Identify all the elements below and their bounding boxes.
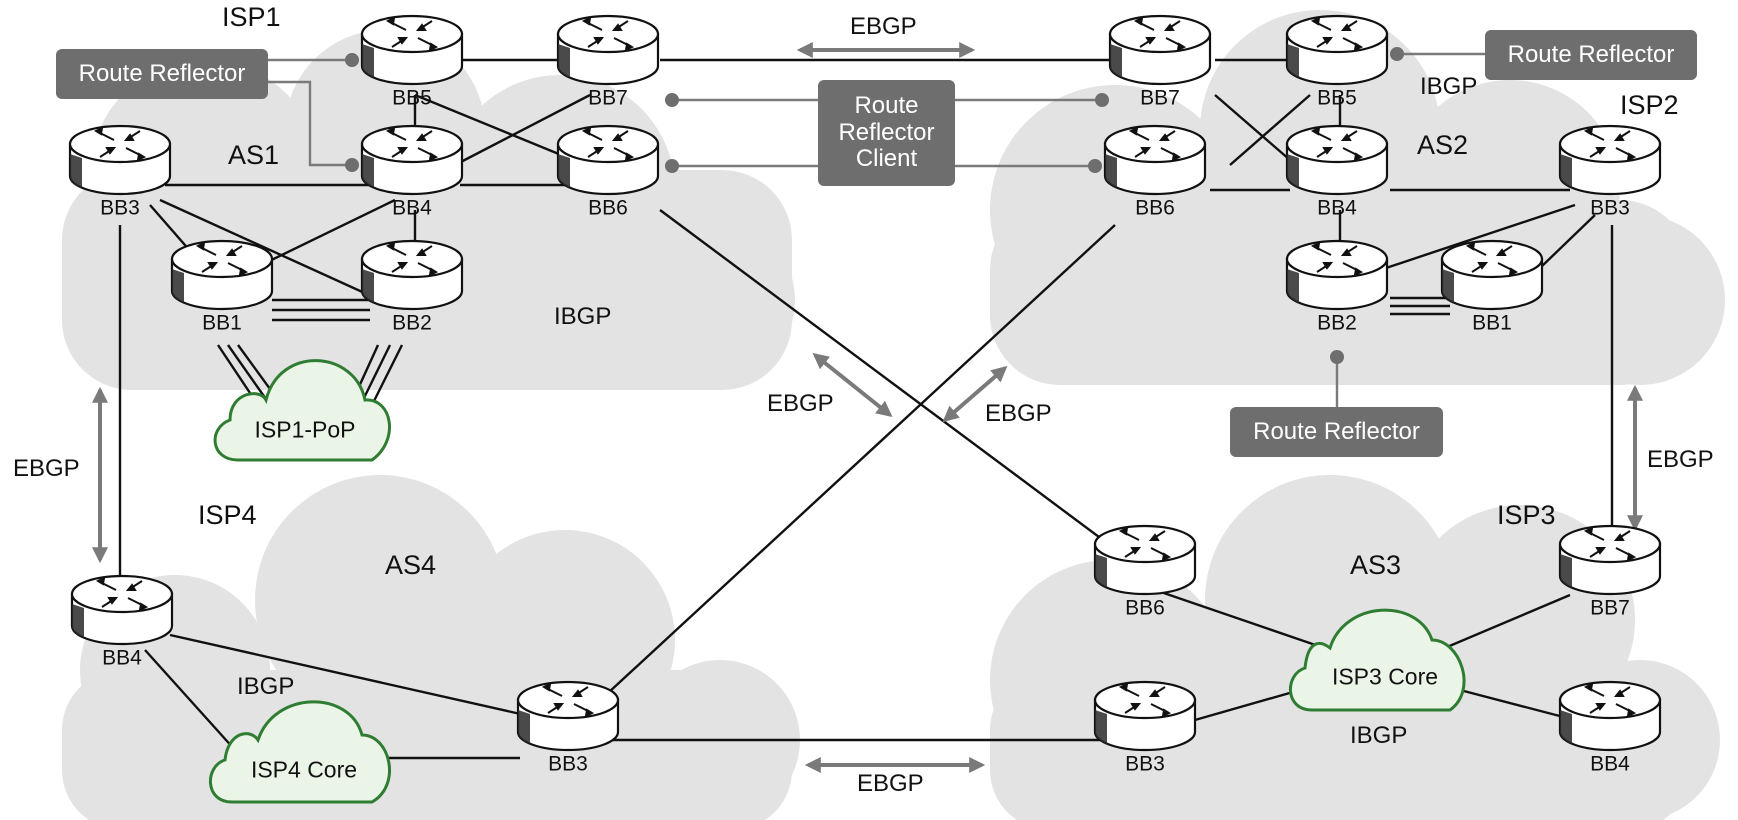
router-label-isp3-bb7: BB7 xyxy=(1590,596,1630,620)
router-label-isp1-bb4: BB4 xyxy=(392,196,432,220)
router-label-isp1-bb2: BB2 xyxy=(392,311,432,335)
router-isp1-bb5 xyxy=(360,14,464,86)
router-isp1-bb1 xyxy=(170,239,274,311)
router-label-isp1-bb6: BB6 xyxy=(588,196,628,220)
as1-label: AS1 xyxy=(228,140,280,170)
ebgp-label-left: EBGP xyxy=(13,455,80,482)
router-label-isp3-bb4: BB4 xyxy=(1590,752,1630,776)
reflector-connectors xyxy=(268,52,1485,407)
ebgp-label-center-right: EBGP xyxy=(985,400,1052,427)
isp4-label: ISP4 xyxy=(198,500,257,530)
isp1-label: ISP1 xyxy=(222,2,281,32)
router-isp2-bb6 xyxy=(1103,124,1207,196)
ebgp-label-center-left: EBGP xyxy=(767,390,834,417)
router-isp4-bb3 xyxy=(516,680,620,752)
router-label-isp2-bb1: BB1 xyxy=(1472,311,1512,335)
isp2-ibgp-label: IBGP xyxy=(1420,73,1478,100)
router-label-isp4-bb4: BB4 xyxy=(102,646,142,670)
router-label-isp2-bb3: BB3 xyxy=(1590,196,1630,220)
isp4-ibgp-label: IBGP xyxy=(237,673,295,700)
route-reflector-isp1-box: Route Reflector xyxy=(56,49,268,99)
isp1-ibgp-label: IBGP xyxy=(554,303,612,330)
isp2-label: ISP2 xyxy=(1620,90,1679,120)
router-label-isp2-bb4: BB4 xyxy=(1317,196,1357,220)
router-label-isp1-bb3: BB3 xyxy=(100,196,140,220)
router-isp2-bb4 xyxy=(1285,124,1389,196)
reflector-endpoints xyxy=(345,47,1404,364)
isp1-pop-label: ISP1-PoP xyxy=(254,416,356,443)
rr-client-line-3: Client xyxy=(855,145,918,173)
route-reflector-isp2-bottom-box: Route Reflector xyxy=(1230,407,1443,457)
ebgp-label-right: EBGP xyxy=(1647,446,1714,473)
router-isp3-bb7 xyxy=(1558,524,1662,596)
as3-label: AS3 xyxy=(1350,550,1402,580)
router-isp2-bb5 xyxy=(1285,14,1389,86)
isp3-label: ISP3 xyxy=(1497,500,1556,530)
ebgp-label-bottom: EBGP xyxy=(857,770,924,797)
rr-client-line-2: Reflector xyxy=(838,118,935,146)
router-isp4-bb4 xyxy=(70,574,174,646)
router-label-isp1-bb7: BB7 xyxy=(588,86,628,110)
route-reflector-isp2-bottom-text: Route Reflector xyxy=(1253,417,1420,445)
isp3-core-label: ISP3 Core xyxy=(1331,663,1439,690)
router-label-isp4-bb3: BB3 xyxy=(548,752,588,776)
router-isp1-bb3 xyxy=(68,124,172,196)
as4-label: AS4 xyxy=(385,550,437,580)
router-isp2-bb2 xyxy=(1285,239,1389,311)
router-isp2-bb7 xyxy=(1108,14,1212,86)
router-isp1-bb7 xyxy=(556,14,660,86)
ebgp-label-top: EBGP xyxy=(850,13,917,40)
isp3-ibgp-label: IBGP xyxy=(1350,722,1408,749)
router-label-isp2-bb7: BB7 xyxy=(1140,86,1180,110)
cloud-isp4 xyxy=(62,475,800,820)
router-isp3-bb3 xyxy=(1093,680,1197,752)
route-reflector-isp1-text: Route Reflector xyxy=(78,59,246,87)
cloud-isp1-pop xyxy=(213,359,391,462)
route-reflector-isp2-top-box: Route Reflector xyxy=(1485,30,1697,80)
ebgp-arrows xyxy=(92,42,1643,773)
cloud-isp1 xyxy=(62,30,795,390)
router-isp3-bb6 xyxy=(1093,524,1197,596)
router-label-isp1-bb1: BB1 xyxy=(202,311,242,335)
router-label-isp2-bb6: BB6 xyxy=(1135,196,1175,220)
route-reflector-client-box: Route Reflector Client xyxy=(818,80,955,186)
router-isp2-bb3 xyxy=(1558,124,1662,196)
router-label-isp3-bb3: BB3 xyxy=(1125,752,1165,776)
router-label-isp1-bb5: BB5 xyxy=(392,86,432,110)
router-isp3-bb4 xyxy=(1558,680,1662,752)
cloud-isp4-core xyxy=(209,700,391,804)
router-isp1-bb6 xyxy=(556,124,660,196)
cloud-isp3-core xyxy=(1289,608,1466,712)
router-label-isp2-bb5: BB5 xyxy=(1317,86,1357,110)
ebgp-arrow-center-left xyxy=(812,353,893,417)
router-isp1-bb2 xyxy=(360,239,464,311)
ebgp-arrow-center-right xyxy=(942,365,1008,423)
router-label-isp3-bb6: BB6 xyxy=(1125,596,1165,620)
router-isp1-bb4 xyxy=(360,124,464,196)
route-reflector-isp2-top-text: Route Reflector xyxy=(1507,40,1675,68)
isp4-core-label: ISP4 Core xyxy=(250,756,358,783)
as2-label: AS2 xyxy=(1417,130,1469,160)
router-isp2-bb1 xyxy=(1440,239,1544,311)
rr-client-line-1: Route xyxy=(854,91,919,119)
router-label-isp2-bb2: BB2 xyxy=(1317,311,1357,335)
